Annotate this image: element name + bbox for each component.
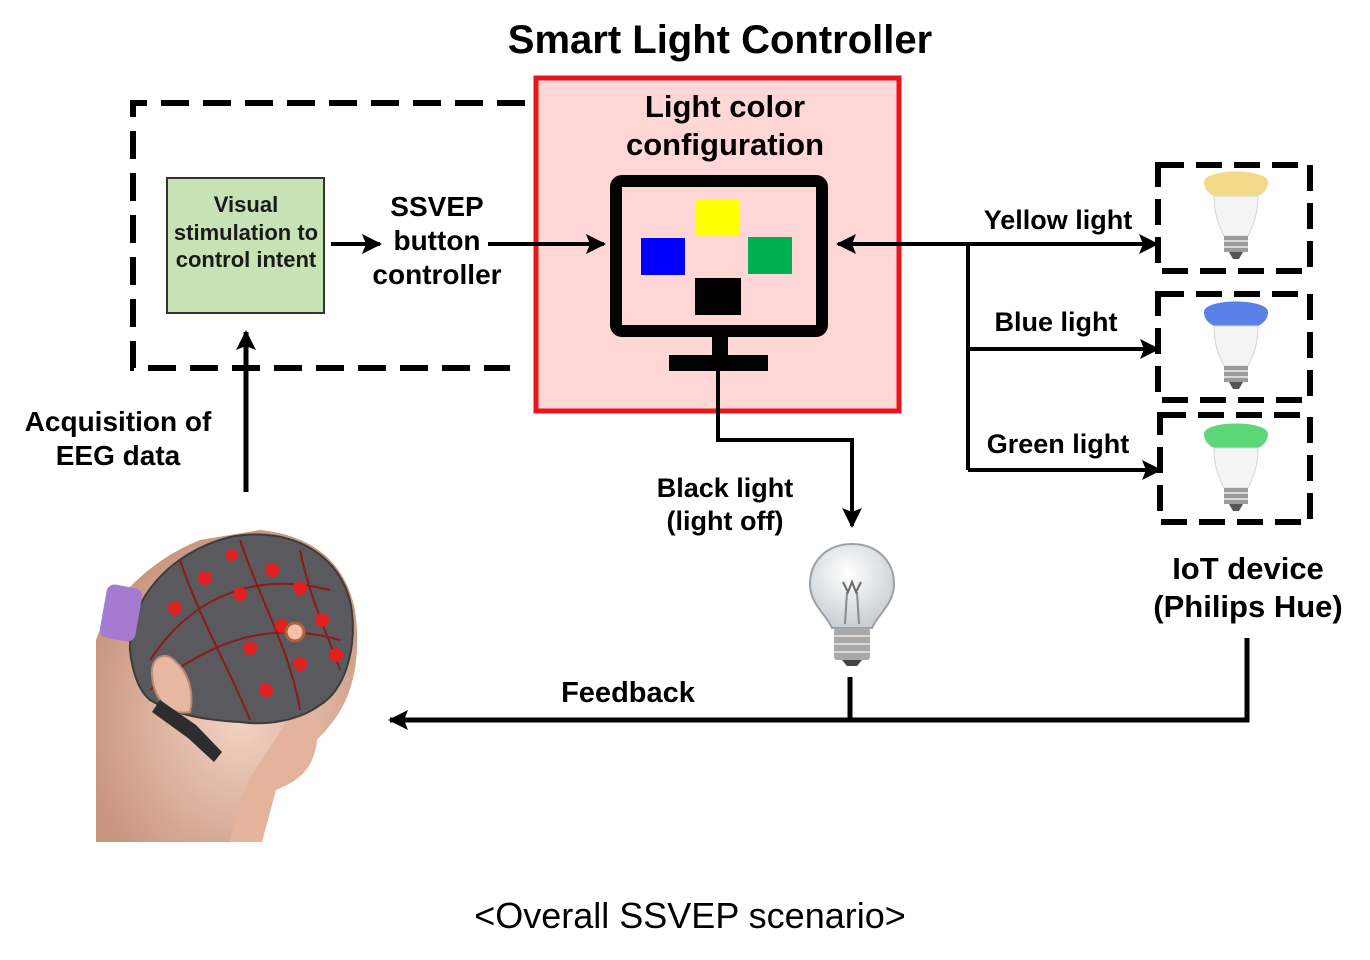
figure-caption: <Overall SSVEP scenario> bbox=[474, 895, 906, 936]
stimulation-box bbox=[166, 177, 325, 314]
bulb-box-green bbox=[1157, 412, 1313, 525]
feedback-label: Feedback bbox=[561, 677, 695, 709]
iot-device-label: IoT device (Philips Hue) bbox=[1153, 551, 1343, 624]
smart-bulb-icon bbox=[1204, 423, 1268, 511]
bulb-box-blue bbox=[1155, 291, 1313, 403]
incandescent-bulb-icon bbox=[808, 542, 896, 666]
stimulation-box-label: Visual stimulation to control intent bbox=[173, 192, 319, 272]
screen-button-yellow bbox=[695, 199, 739, 236]
black-light-label: Black light (light off) bbox=[656, 473, 794, 536]
smart-bulb-icon bbox=[1204, 301, 1268, 389]
acquisition-label: Acquisition of EEG data bbox=[24, 406, 212, 472]
green-light-label: Green light bbox=[986, 429, 1130, 459]
yellow-light-label: Yellow light bbox=[983, 205, 1133, 235]
bulb-box-yellow bbox=[1155, 162, 1313, 274]
eeg-cap-head-icon bbox=[96, 530, 358, 842]
arrow-black-light bbox=[716, 371, 862, 528]
blue-light-label: Blue light bbox=[994, 307, 1118, 337]
screen-button-green bbox=[748, 237, 792, 274]
ssvep-controller-label: SSVEP button controller bbox=[372, 191, 502, 291]
screen-button-black bbox=[695, 278, 741, 315]
stimulation-boundary bbox=[130, 100, 525, 371]
diagram-title: Smart Light Controller bbox=[507, 18, 933, 62]
screen-button-blue bbox=[641, 238, 685, 275]
smart-bulb-icon bbox=[1204, 171, 1268, 259]
monitor-icon bbox=[610, 175, 828, 371]
controller-box-title: Light color configuration bbox=[625, 89, 825, 162]
feedback-from-iot bbox=[852, 638, 1250, 723]
